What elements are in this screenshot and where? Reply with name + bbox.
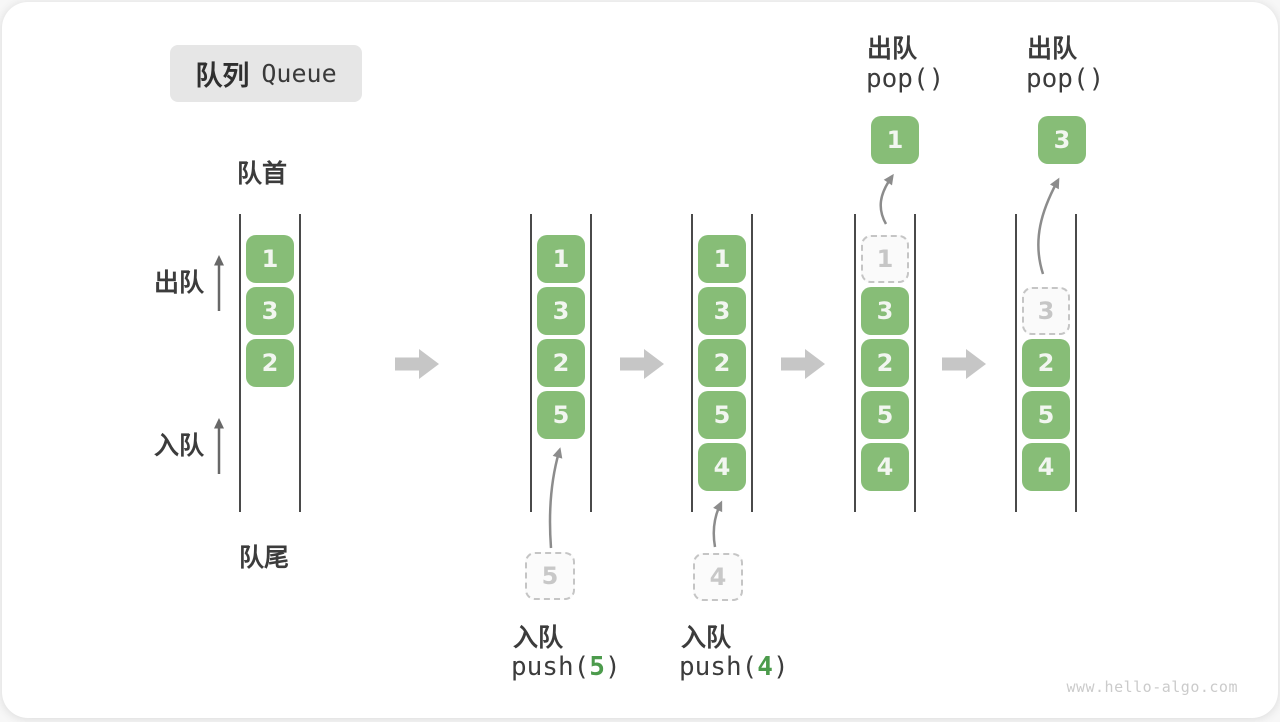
queue-cell: 4 [861, 443, 909, 491]
queue-rail [691, 214, 693, 512]
push4-operation-code: push(4) [679, 652, 789, 682]
title-english: Queue [261, 59, 337, 88]
queue-cell: 1 [537, 235, 585, 283]
code-text: ) [772, 652, 789, 682]
label-queue-front: 队首 [237, 160, 288, 188]
queue-cell: 1 [698, 235, 746, 283]
queue-rail [1015, 214, 1017, 512]
queue-state-3: 1 3 2 5 4 [691, 214, 753, 512]
queue-rail [1075, 214, 1077, 512]
code-text: push( [511, 652, 590, 682]
queue-rail [751, 214, 753, 512]
diagram-title: 队列 Queue [170, 45, 362, 102]
queue-cell: 3 [246, 287, 294, 335]
code-arg: 4 [757, 652, 773, 682]
queue-cell: 5 [537, 391, 585, 439]
queue-state-4: 1 3 2 5 4 [854, 214, 916, 512]
queue-rail [590, 214, 592, 512]
dequeued-ghost-cell: 1 [861, 235, 909, 283]
label-dequeue-direction: 出队 [154, 269, 205, 297]
queue-state-2: 1 3 2 5 [530, 214, 592, 512]
push5-operation-label: 入队 [513, 624, 564, 652]
pop2-operation-label: 出队 [1027, 35, 1078, 63]
queue-cell: 5 [861, 391, 909, 439]
state-transition-arrow-icon-1 [395, 349, 439, 379]
queue-cell: 3 [861, 287, 909, 335]
queue-rail [299, 214, 301, 512]
dequeued-ghost-cell: 3 [1022, 287, 1070, 335]
pop1-operation-code: pop() [866, 64, 945, 94]
pop2-operation-code: pop() [1026, 64, 1105, 94]
title-chinese: 队列 [195, 61, 250, 91]
pending-enqueue-cell: 5 [525, 552, 575, 600]
state-transition-arrow-icon-2 [620, 349, 664, 379]
push5-operation-code: push(5) [511, 652, 621, 682]
queue-rail [239, 214, 241, 512]
queue-cell: 3 [698, 287, 746, 335]
push4-operation-label: 入队 [681, 624, 732, 652]
code-text: push( [679, 652, 758, 682]
queue-state-1: 1 3 2 [239, 214, 301, 512]
queue-cell: 2 [1022, 339, 1070, 387]
queue-cell: 5 [1022, 391, 1070, 439]
state-transition-arrow-icon-4 [942, 349, 986, 379]
popped-value-box: 1 [871, 116, 919, 164]
pending-enqueue-cell: 4 [693, 553, 743, 601]
queue-cell: 3 [537, 287, 585, 335]
queue-cell: 2 [246, 339, 294, 387]
code-text: ) [604, 652, 621, 682]
code-arg: 5 [589, 652, 605, 682]
state-transition-arrow-icon-3 [781, 349, 825, 379]
queue-rail [854, 214, 856, 512]
queue-cell: 2 [861, 339, 909, 387]
queue-cell: 2 [537, 339, 585, 387]
popped-value-box: 3 [1038, 116, 1086, 164]
pop1-operation-label: 出队 [867, 35, 918, 63]
queue-state-5: 3 2 5 4 [1015, 214, 1077, 512]
queue-rail [914, 214, 916, 512]
queue-cell: 4 [1022, 443, 1070, 491]
label-enqueue-direction: 入队 [154, 432, 205, 460]
queue-cell: 1 [246, 235, 294, 283]
label-queue-rear: 队尾 [239, 544, 290, 572]
queue-cell: 5 [698, 391, 746, 439]
queue-rail [530, 214, 532, 512]
queue-cell: 4 [698, 443, 746, 491]
watermark: www.hello-algo.com [1066, 678, 1238, 696]
queue-cell: 2 [698, 339, 746, 387]
